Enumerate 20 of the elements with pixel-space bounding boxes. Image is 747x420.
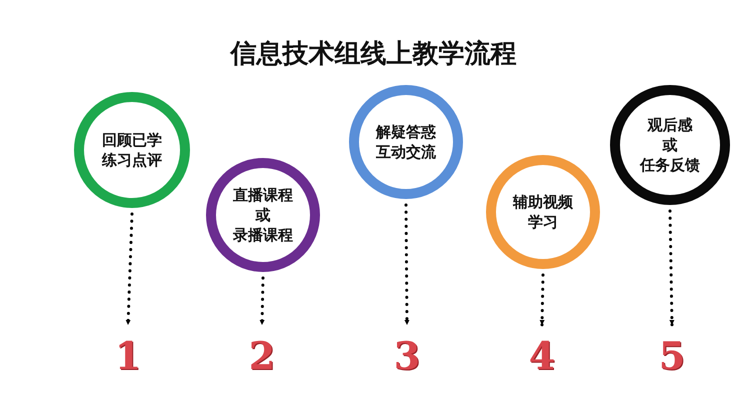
step-text: 或 bbox=[254, 205, 272, 225]
dotted-arrow bbox=[404, 204, 410, 326]
step-number: 3 bbox=[382, 331, 432, 381]
step-number: 1 bbox=[103, 331, 153, 381]
step-number: 5 bbox=[647, 331, 697, 381]
title: 信息技术组线上教学流程 bbox=[228, 38, 518, 71]
step-text: 或 bbox=[661, 135, 678, 155]
step-text: 录播课程 bbox=[232, 225, 294, 245]
step-text: 直播课程 bbox=[232, 185, 294, 205]
step-text: 回顾已学练习点评 bbox=[100, 130, 163, 170]
dotted-arrow bbox=[540, 274, 545, 326]
step-number: 2 bbox=[237, 331, 287, 381]
step-number: 4 bbox=[517, 331, 567, 381]
step-text: 辅助视频学习 bbox=[512, 192, 574, 232]
dotted-arrow bbox=[126, 212, 134, 326]
step-text: 观后感 bbox=[646, 115, 694, 135]
step-text: 任务反馈 bbox=[638, 155, 701, 175]
step-text: 解疑答惑互动交流 bbox=[374, 122, 437, 162]
dotted-arrow bbox=[668, 210, 674, 326]
dotted-arrow bbox=[260, 276, 265, 326]
